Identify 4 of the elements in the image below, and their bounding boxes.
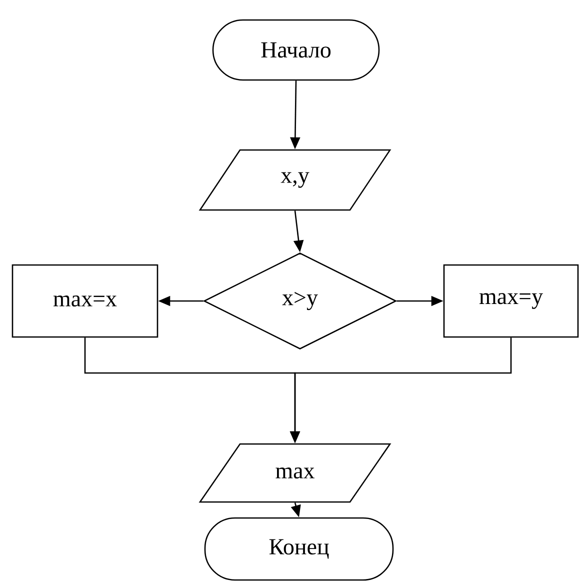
process-box: max=y [443,264,579,338]
terminal-box: Конец [204,517,394,581]
process-box: max=x [12,264,158,338]
terminal-box: Начало [212,19,380,81]
